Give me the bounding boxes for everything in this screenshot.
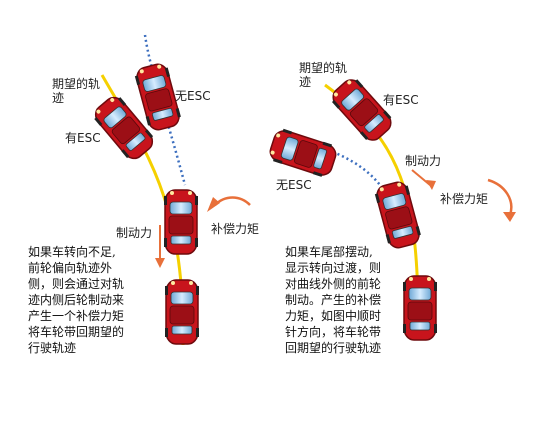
right-brake-arrowhead: [426, 180, 436, 190]
left-car-middle: [163, 189, 199, 255]
left-comp-torque-arrow: [214, 196, 251, 206]
left-comp-torque-arrowhead: [207, 197, 220, 212]
left-comp-torque-label: 补偿力矩: [211, 222, 260, 236]
left-brake-arrowhead: [155, 258, 165, 268]
left-desired-path-label: 期望的轨 迹: [52, 77, 101, 105]
right-desired-path-label: 期望的轨 迹: [299, 61, 348, 89]
left-brake-force-label: 制动力: [116, 226, 153, 240]
right-car-middle: [372, 178, 424, 252]
right-comp-torque-arrow: [487, 178, 513, 216]
right-car-no-esc: [266, 126, 340, 180]
right-car-bottom: [402, 275, 438, 341]
left-description: 如果车转向不足, 前轮偏向轨迹外 侧，则会通过对轨 迹内侧后轮制动来 产生一个补…: [28, 245, 125, 355]
right-no-esc-path: [299, 138, 381, 186]
right-description: 如果车尾部摆动, 显示转向过渡，则 对曲线外侧的前轮 制动。产生的补偿 力矩，如…: [285, 245, 382, 355]
right-comp-torque-label: 补偿力矩: [440, 192, 489, 206]
right-with-esc-label: 有ESC: [383, 93, 419, 107]
left-car-bottom: [164, 279, 200, 345]
left-no-esc-label: 无ESC: [175, 89, 211, 103]
right-comp-torque-arrowhead: [503, 212, 516, 222]
left-with-esc-label: 有ESC: [65, 131, 101, 145]
right-brake-arrow: [411, 169, 431, 186]
right-no-esc-label: 无ESC: [276, 178, 312, 192]
right-brake-force-label: 制动力: [405, 154, 442, 168]
